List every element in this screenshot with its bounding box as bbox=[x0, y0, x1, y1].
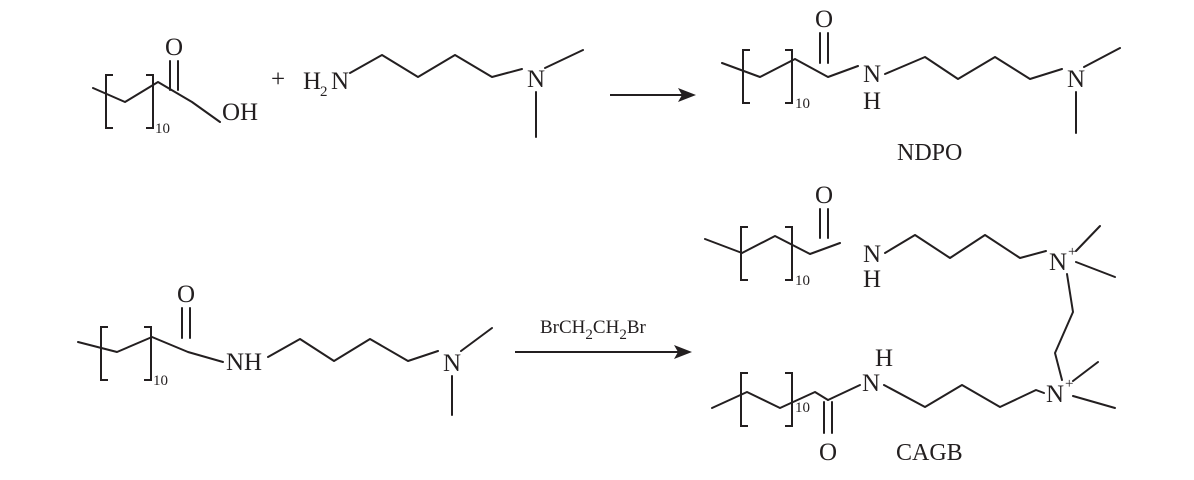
cagb-compound-name: CAGB bbox=[896, 440, 963, 466]
cagb-bottom-amide-n-label: N bbox=[862, 370, 880, 397]
dmapa-methyl-bonds bbox=[535, 49, 584, 138]
cagb-top-left-bracket bbox=[740, 226, 748, 281]
ndpo-methyl-bonds bbox=[1075, 47, 1121, 134]
cagb-bottom-left-bracket bbox=[740, 372, 748, 427]
cagb-top-amide-n-label: N bbox=[863, 241, 881, 268]
cagb-bottom-right-bracket bbox=[785, 372, 793, 427]
cagb-bottom-oxygen-label: O bbox=[819, 439, 837, 466]
cagb-top-quat-n-label: N bbox=[1049, 249, 1067, 276]
ndpo-left-bracket bbox=[742, 49, 750, 104]
reagent-part-brch: BrCH bbox=[540, 317, 586, 338]
ndpo-structure: 10 O N H N NDPO bbox=[721, 6, 1121, 166]
ndpo-amide-h-label: H bbox=[863, 88, 881, 115]
reactant-left-bracket bbox=[100, 326, 108, 381]
cagb-bottom-arm: 10 O H N N + bbox=[711, 345, 1116, 466]
acid-carbonyl-bond bbox=[169, 60, 179, 91]
reactant-nh-label: NH bbox=[226, 349, 262, 376]
reagent-part-br: Br bbox=[627, 317, 647, 338]
cagb-bottom-propyl-bonds bbox=[883, 384, 1045, 408]
reagent-sub-2: 2 bbox=[619, 327, 627, 343]
ndpo-carbonyl-bond bbox=[819, 32, 829, 64]
cagb-ethylene-bridge-bonds bbox=[1054, 273, 1074, 381]
cagb-top-oxygen-label: O bbox=[815, 182, 833, 209]
dmapa-structure: H 2 N N bbox=[303, 49, 584, 138]
lauric-acid-structure: 10 O OH bbox=[92, 34, 258, 137]
ndpo-right-bracket bbox=[785, 49, 793, 104]
cagb-top-carbonyl-bond bbox=[819, 208, 829, 239]
ndpo-repeat-count: 10 bbox=[795, 96, 810, 112]
cagb-bottom-quat-n-label: N bbox=[1046, 381, 1064, 408]
cagb-top-arm: 10 O N H N + bbox=[704, 182, 1116, 293]
reagent-label: BrCH2CH2Br bbox=[540, 317, 646, 343]
cagb-top-amide-h-label: H bbox=[863, 266, 881, 293]
reaction1-arrow-head bbox=[678, 88, 696, 102]
cagb-bottom-methyl-bonds bbox=[1072, 361, 1116, 409]
cagb-bottom-charge: + bbox=[1065, 376, 1073, 392]
acid-right-bracket bbox=[146, 74, 154, 129]
cagb-bottom-repeat-count: 10 bbox=[795, 400, 810, 416]
cagb-top-repeat-count: 10 bbox=[795, 273, 810, 289]
reagent-part-ch: CH bbox=[593, 317, 620, 338]
acid-chain-bonds bbox=[92, 81, 221, 123]
ndpo-reactant-structure: 10 O NH N bbox=[77, 281, 493, 416]
cagb-bottom-amide-h-label: H bbox=[875, 345, 893, 372]
cagb-top-charge: + bbox=[1068, 244, 1076, 260]
ndpo-oxygen-label: O bbox=[815, 6, 833, 33]
reaction1-arrow bbox=[610, 88, 696, 102]
acid-repeat-count: 10 bbox=[155, 121, 170, 137]
reaction2-arrow-head bbox=[674, 345, 692, 359]
dmapa-tert-n-label: N bbox=[527, 66, 545, 93]
reactant-propyl-bonds bbox=[267, 338, 439, 362]
cagb-top-chain-bonds bbox=[704, 235, 841, 255]
acid-oxygen-label: O bbox=[165, 34, 183, 61]
dmapa-h-label: H bbox=[303, 68, 321, 95]
ndpo-chain-bonds bbox=[721, 58, 859, 78]
reactant-oxygen-label: O bbox=[177, 281, 195, 308]
cagb-bottom-chain-bonds bbox=[711, 391, 829, 409]
reaction2-arrow bbox=[515, 345, 692, 359]
acid-hydroxyl-label: OH bbox=[222, 99, 258, 126]
ndpo-amide-n-label: N bbox=[863, 61, 881, 88]
reagent-sub-1: 2 bbox=[585, 327, 593, 343]
acid-left-bracket bbox=[105, 74, 113, 129]
ndpo-propyl-bonds bbox=[884, 56, 1063, 80]
ndpo-tert-n-label: N bbox=[1067, 66, 1085, 93]
dmapa-chain-bonds bbox=[349, 54, 523, 78]
reactant-carbonyl-bond bbox=[181, 307, 191, 339]
cagb-top-methyl-bonds bbox=[1075, 225, 1116, 278]
reactant-tert-n-label: N bbox=[443, 350, 461, 377]
dmapa-h-subscript: 2 bbox=[320, 84, 328, 100]
reactant-right-bracket bbox=[144, 326, 152, 381]
cagb-top-right-bracket bbox=[785, 226, 793, 281]
cagb-bottom-amide-bond bbox=[827, 384, 861, 401]
cagb-bottom-carbonyl-bond bbox=[823, 401, 833, 434]
ndpo-compound-name: NDPO bbox=[897, 140, 962, 166]
plus-sign: + bbox=[271, 66, 285, 93]
cagb-top-propyl-bonds bbox=[884, 234, 1047, 259]
dmapa-n-label: N bbox=[331, 68, 349, 95]
reactant-methyl-bonds bbox=[451, 327, 493, 416]
reactant-repeat-count: 10 bbox=[153, 373, 168, 389]
